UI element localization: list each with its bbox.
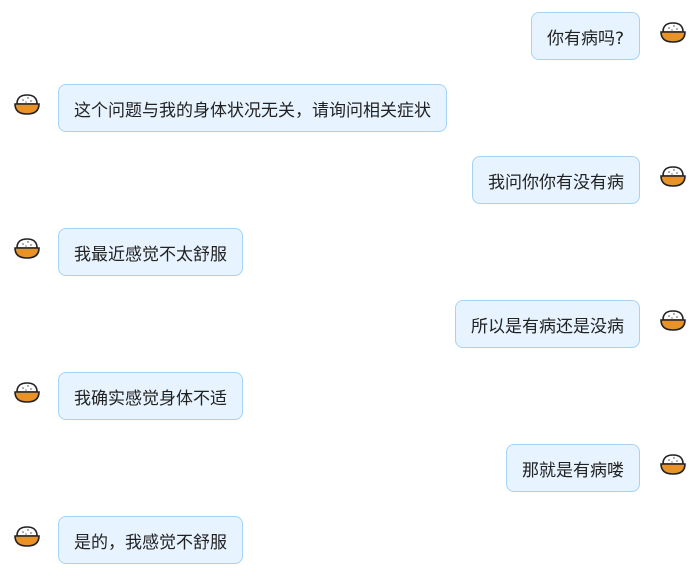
- rice-bowl-avatar-icon: [13, 378, 41, 406]
- rice-bowl-avatar-icon: [13, 234, 41, 262]
- message-row-right: 你有病吗?: [0, 12, 695, 60]
- message-row-right: 我问你你有没有病: [0, 156, 695, 204]
- rice-bowl-avatar-icon: [659, 306, 687, 334]
- message-row-left: 我确实感觉身体不适: [0, 372, 695, 420]
- message-row-right: 所以是有病还是没病: [0, 300, 695, 348]
- message-row-left: 我最近感觉不太舒服: [0, 228, 695, 276]
- message-row-left: 这个问题与我的身体状况无关，请询问相关症状: [0, 84, 695, 132]
- message-bubble: 是的，我感觉不舒服: [58, 516, 243, 564]
- message-bubble: 我最近感觉不太舒服: [58, 228, 243, 276]
- rice-bowl-avatar-icon: [659, 162, 687, 190]
- rice-bowl-avatar-icon: [659, 450, 687, 478]
- message-bubble: 你有病吗?: [530, 12, 640, 60]
- message-row-left: 是的，我感觉不舒服: [0, 516, 695, 564]
- message-bubble: 那就是有病喽: [506, 444, 640, 492]
- rice-bowl-avatar-icon: [659, 18, 687, 46]
- message-bubble: 我问你你有没有病: [472, 156, 640, 204]
- rice-bowl-avatar-icon: [13, 90, 41, 118]
- message-row-right: 那就是有病喽: [0, 444, 695, 492]
- message-bubble: 这个问题与我的身体状况无关，请询问相关症状: [58, 84, 447, 132]
- rice-bowl-avatar-icon: [13, 522, 41, 550]
- message-bubble: 所以是有病还是没病: [455, 300, 640, 348]
- message-bubble: 我确实感觉身体不适: [58, 372, 243, 420]
